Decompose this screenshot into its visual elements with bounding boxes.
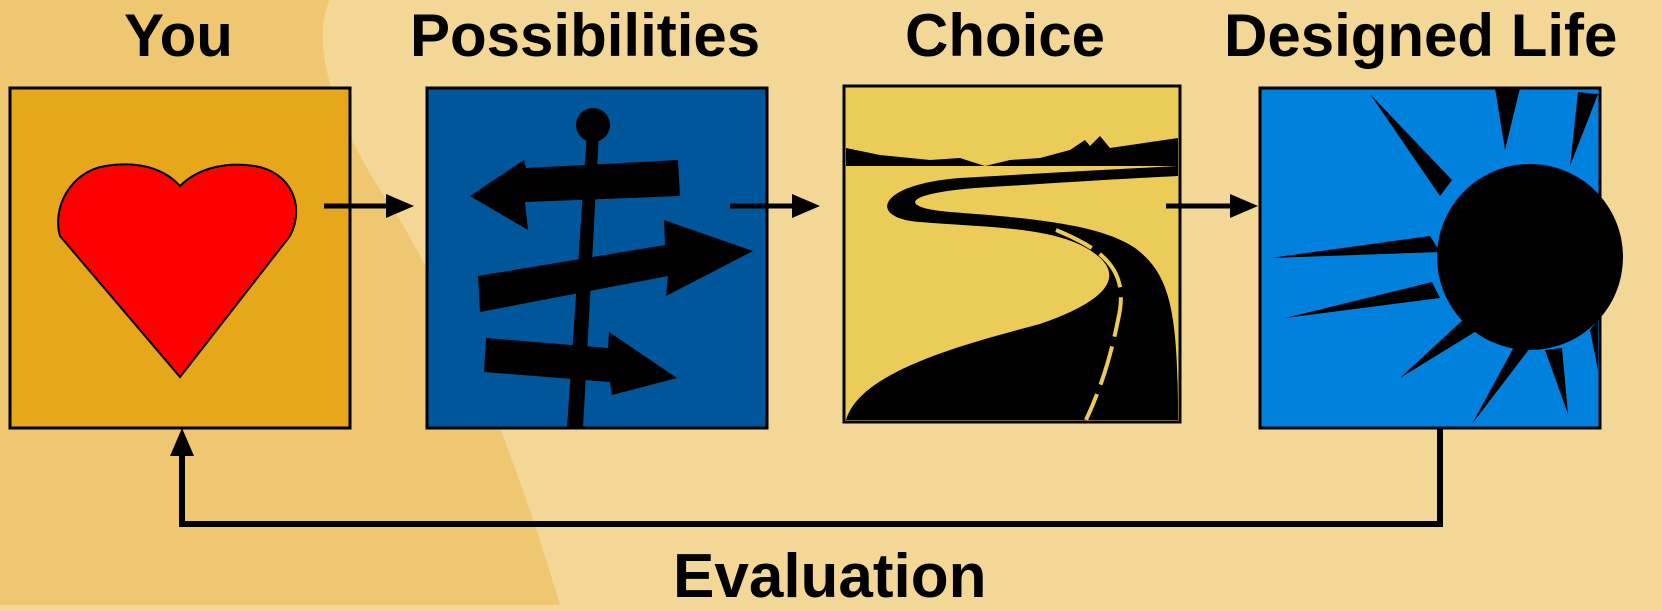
- arrow-choice-to-designed-life: [1166, 194, 1258, 218]
- arrow-possibilities-to-choice: [730, 194, 820, 218]
- stage-label-designed-life: Designed Life: [1224, 2, 1618, 69]
- feedback-label-evaluation: Evaluation: [673, 542, 987, 611]
- arrow-you-to-possibilities: [324, 194, 414, 218]
- signpost-icon: [470, 108, 753, 428]
- sun-icon: [1270, 88, 1623, 424]
- road-icon: [846, 166, 1178, 420]
- stage-you: [8, 86, 352, 430]
- stage-label-possibilities: Possibilities: [410, 2, 761, 69]
- evaluation-feedback-arrow: [170, 428, 1443, 527]
- stage-label-you: You: [124, 2, 233, 69]
- stage-choice: [842, 84, 1182, 424]
- road-centerline: [1055, 228, 1123, 421]
- stage-designed-life: [1258, 86, 1623, 430]
- heart-icon: [57, 163, 298, 379]
- stage-possibilities: [425, 86, 769, 430]
- horizon-silhouette: [846, 136, 1178, 166]
- stage-label-choice: Choice: [905, 2, 1106, 69]
